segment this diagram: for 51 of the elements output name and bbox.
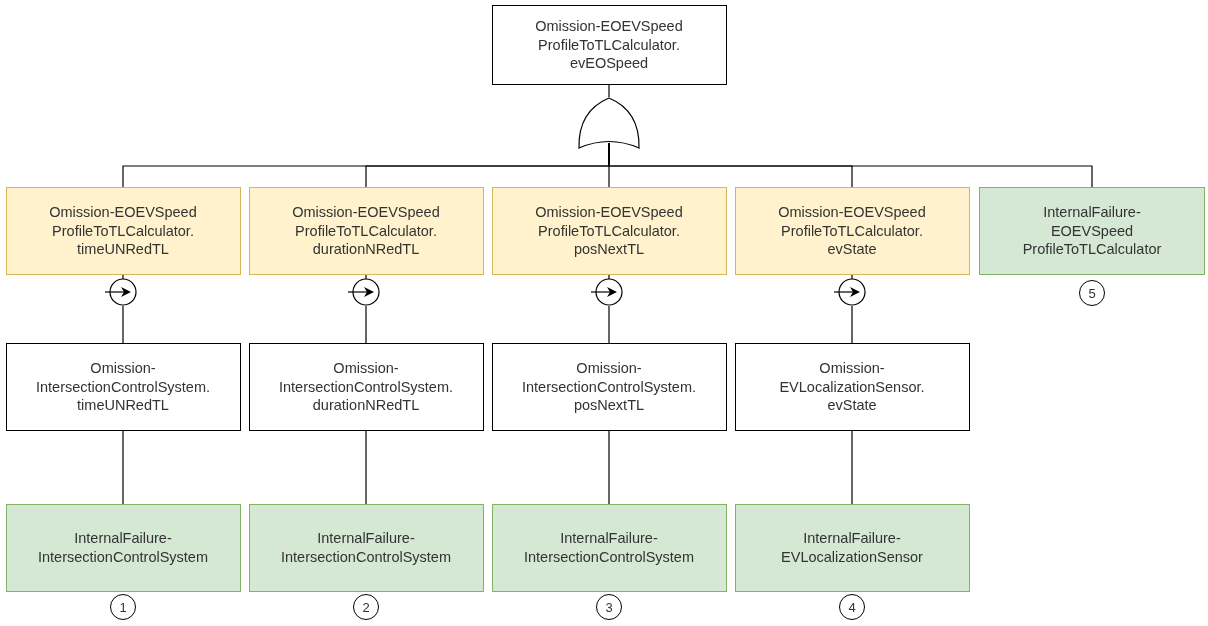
connector-line	[851, 305, 853, 344]
connector-line	[608, 305, 610, 344]
circle-marker	[353, 594, 379, 620]
circle-marker	[839, 594, 865, 620]
callout-number: 4	[848, 600, 856, 614]
basic-event-box	[5, 504, 241, 592]
event-label: Omission-EOEVSpeed ProfileToTLCalculator. evState	[777, 202, 927, 260]
event-label: InternalFailure- EVLocalizationSensor	[780, 529, 924, 567]
event-label: Omission-EOEVSpeed ProfileToTLCalculator. timeUNRedTL	[48, 202, 198, 260]
event-label: Omission- EVLocalizationSensor. evState	[778, 358, 926, 416]
connector-line	[851, 274, 853, 280]
event-box	[734, 343, 970, 431]
intermediate-event-box	[5, 187, 241, 275]
connector-line	[122, 305, 124, 344]
event-label: InternalFailure- IntersectionControlSystem	[279, 529, 452, 567]
connector-line	[122, 274, 124, 280]
connector-line	[608, 274, 610, 280]
circle-marker	[110, 594, 136, 620]
connector-line	[365, 430, 367, 505]
event-label: Omission- IntersectionControlSystem. timeUNRedTL	[34, 358, 212, 416]
event-label: InternalFailure- IntersectionControlSystem	[522, 529, 695, 567]
intermediate-event-box	[491, 187, 727, 275]
callout-number: 5	[1088, 286, 1096, 300]
event-box	[491, 5, 727, 85]
event-box	[5, 343, 241, 431]
event-label: Omission- IntersectionControlSystem. durationNRedTL	[277, 358, 455, 416]
callout-number: 1	[119, 600, 127, 614]
event-label: InternalFailure- EOEVSpeed ProfileToTLCalculator	[1021, 202, 1163, 260]
connector-line	[365, 274, 367, 280]
connector-line	[608, 430, 610, 505]
basic-event-box	[979, 187, 1205, 275]
event-label: Omission-EOEVSpeed ProfileToTLCalculator. posNextTL	[534, 202, 684, 260]
event-label: InternalFailure- IntersectionControlSystem	[36, 529, 209, 567]
intermediate-event-box	[734, 187, 970, 275]
connector-line	[122, 430, 124, 505]
event-label: Omission-EOEVSpeed ProfileToTLCalculator. durationNRedTL	[291, 202, 441, 260]
callout-number: 3	[605, 600, 613, 614]
event-label: Omission-EOEVSpeed ProfileToTLCalculator. evEOSpeed	[534, 16, 684, 74]
circle-marker	[596, 594, 622, 620]
basic-event-box	[734, 504, 970, 592]
connector-line	[608, 84, 610, 98]
intermediate-event-box	[248, 187, 484, 275]
event-label: Omission- IntersectionControlSystem. posNextTL	[520, 358, 698, 416]
callout-number: 2	[362, 600, 370, 614]
basic-event-box	[491, 504, 727, 592]
event-box	[248, 343, 484, 431]
event-box	[491, 343, 727, 431]
connector-line	[365, 305, 367, 344]
basic-event-box	[248, 504, 484, 592]
connector-line	[851, 430, 853, 505]
circle-marker	[1079, 280, 1105, 306]
